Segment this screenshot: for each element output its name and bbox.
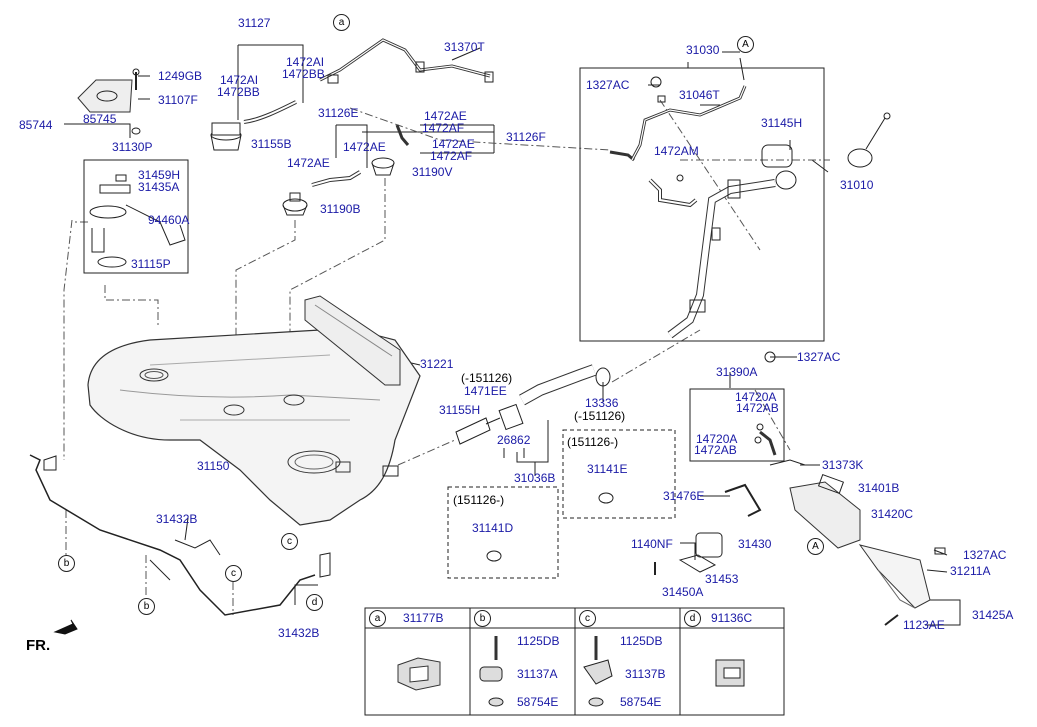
label-date-a: (-151126) — [461, 371, 513, 385]
label-31459H: 31459H — [138, 168, 181, 182]
legend-b-letter: b — [474, 610, 491, 627]
label-31155H: 31155H — [439, 403, 481, 417]
legend-header: a 31177B b c d 91136C — [365, 608, 784, 628]
label-1472AM: 1472AM — [654, 144, 699, 158]
label-14720A-b: 14720A — [696, 432, 738, 446]
callout-A-top: A — [737, 36, 754, 53]
label-1472AI-left: 1472AI — [220, 73, 259, 87]
legend-d-letter: d — [684, 610, 701, 627]
label-31190V: 31190V — [412, 165, 453, 179]
legend-b-31137A: 31137A — [517, 667, 558, 681]
label-31211A: 31211A — [950, 564, 991, 578]
label-31150: 31150 — [197, 459, 230, 473]
label-1472AB-b: 1472AB — [694, 443, 737, 457]
legend-a-letter: a — [369, 610, 386, 627]
label-94460A: 94460A — [148, 213, 190, 227]
label-31430: 31430 — [738, 537, 772, 551]
label-31030: 31030 — [686, 43, 720, 57]
label-31010: 31010 — [840, 178, 874, 192]
label-31370T: 31370T — [444, 40, 485, 54]
label-31432B-lower: 31432B — [278, 626, 320, 640]
label-31145H: 31145H — [761, 116, 803, 130]
label-31141E: 31141E — [587, 462, 628, 476]
legend-c-letter: c — [579, 610, 596, 627]
label-date-b: (-151126) — [574, 409, 626, 423]
label-31190B: 31190B — [320, 202, 361, 216]
label-85744: 85744 — [19, 118, 53, 132]
label-31450A: 31450A — [662, 585, 704, 599]
label-1472AE-c: 1472AE — [287, 156, 330, 170]
label-31221: 31221 — [420, 357, 454, 371]
label-1472AE-b: 1472AE — [432, 137, 475, 151]
callout-a: a — [333, 14, 350, 31]
label-1327AC-bottom: 1327AC — [963, 548, 1007, 562]
label-31476E: 31476E — [663, 489, 705, 503]
label-1472AF-b: 1472AF — [430, 149, 473, 163]
label-31126F: 31126F — [506, 130, 546, 144]
label-1471EE: 1471EE — [464, 384, 507, 398]
label-31390A: 31390A — [716, 365, 758, 379]
label-31432B-upper: 31432B — [156, 512, 198, 526]
label-14720A-a: 14720A — [735, 390, 777, 404]
label-31130P: 31130P — [112, 140, 153, 154]
label-31155B: 31155B — [251, 137, 292, 151]
label-26862: 26862 — [497, 433, 531, 447]
legend-b-1125DB: 1125DB — [517, 634, 560, 648]
label-13336: 13336 — [585, 396, 619, 410]
label-31453: 31453 — [705, 572, 739, 586]
label-31115P: 31115P — [131, 257, 171, 271]
label-1472BB-left: 1472BB — [217, 85, 260, 99]
label-31126E: 31126E — [318, 106, 359, 120]
label-31127: 31127 — [238, 16, 271, 30]
label-1472AF-a: 1472AF — [422, 121, 465, 135]
label-date-d: (151126-) — [453, 493, 505, 507]
label-31420C: 31420C — [871, 507, 914, 521]
label-31373K: 31373K — [822, 458, 864, 472]
label-31036B: 31036B — [514, 471, 556, 485]
legend-c-1125DB: 1125DB — [620, 634, 663, 648]
label-31046T: 31046T — [679, 88, 720, 102]
label-31425A: 31425A — [972, 608, 1014, 622]
label-1327AC-mid: 1327AC — [797, 350, 841, 364]
label-1140NF: 1140NF — [631, 537, 673, 551]
front-direction-label: FR. — [26, 637, 51, 654]
label-1472AI-right: 1472AI — [286, 55, 325, 69]
label-1472BB-right: 1472BB — [282, 67, 325, 81]
legend-c-31137B: 31137B — [625, 667, 666, 681]
label-1472AE-d: 1472AE — [343, 140, 386, 154]
legend-c-58754E: 58754E — [620, 695, 662, 709]
callout-c-mid: c — [225, 565, 242, 582]
label-1327AC-top: 1327AC — [586, 78, 630, 92]
label-85745: 85745 — [83, 112, 117, 126]
label-31141D: 31141D — [472, 521, 514, 535]
callout-b-mid: b — [138, 598, 155, 615]
label-1472AE-a: 1472AE — [424, 109, 467, 123]
legend-b-58754E: 58754E — [517, 695, 559, 709]
legend-a-part: 31177B — [403, 611, 444, 625]
callout-A-bottom: A — [807, 538, 824, 555]
callout-c-right: c — [281, 533, 298, 550]
legend-d-part: 91136C — [711, 611, 753, 625]
label-date-c: (151126-) — [567, 435, 619, 449]
label-31435A: 31435A — [138, 180, 180, 194]
callout-d: d — [306, 594, 323, 611]
callout-b-left: b — [58, 555, 75, 572]
label-1472AB-a: 1472AB — [736, 401, 779, 415]
label-31107F: 31107F — [158, 93, 198, 107]
label-31401B: 31401B — [858, 481, 900, 495]
label-1123AE: 1123AE — [903, 618, 945, 632]
label-1249GB: 1249GB — [158, 69, 203, 83]
